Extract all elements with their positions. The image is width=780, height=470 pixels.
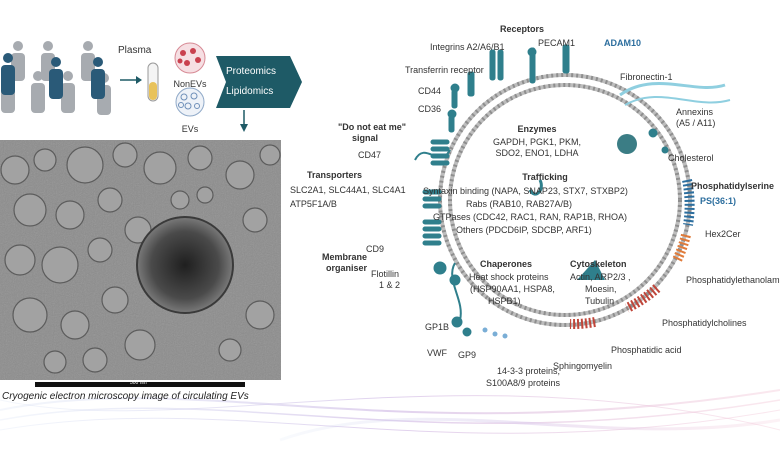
transporters-line-1: SLC2A1, SLC44A1, SLC4A1: [290, 185, 406, 195]
phosphatidylserine-title: Phosphatidylserine: [691, 181, 775, 191]
trafficking-line-3: GTPases (CDC42, RAC1, RAN, RAP1B, RHOA): [433, 212, 628, 222]
annexins-label-2: (A5 / A11): [676, 118, 716, 128]
annexins-label-1: Annexins: [676, 107, 714, 117]
cd36-label: CD36: [418, 104, 442, 114]
dont-eat-me-label-1: "Do not eat me": [338, 122, 407, 132]
receptors-title: Receptors: [500, 24, 545, 34]
14-3-3-label-2: S100A8/9 proteins: [486, 378, 561, 388]
membrane-organiser-label-1: Membrane: [322, 252, 368, 262]
background-wave-decoration: [0, 389, 780, 442]
proteomics-label: Proteomics: [226, 66, 277, 77]
scale-text: 500 nm: [130, 380, 147, 386]
phosphatidylethanolamines-label: Phosphatidylethanolamines: [686, 275, 780, 285]
chaperones-title: Chaperones: [480, 259, 533, 269]
enzymes-title: Enzymes: [517, 124, 557, 134]
em-caption: Cryogenic electron microscopy image of c…: [2, 391, 249, 402]
flotillin-label-2: 1 & 2: [379, 280, 401, 290]
cd44-label: CD44: [418, 86, 442, 96]
transferrin-label: Transferrin receptor: [405, 65, 484, 75]
adam10-label: ADAM10: [604, 38, 642, 48]
integrins-label: Integrins A2/A6/B1: [430, 42, 505, 52]
14-3-3-label-1: 14-3-3 proteins,: [497, 366, 561, 376]
cd9-label: CD9: [366, 244, 385, 254]
ps-value-label: PS(36:1): [700, 196, 737, 206]
phosphatidylcholines-label: Phosphatidylcholines: [662, 318, 747, 328]
people-icons: [1, 41, 111, 115]
evs-label: EVs: [181, 124, 199, 134]
chaperones-line-3: HSPB1): [488, 296, 521, 306]
phosphatidic-acid-label: Phosphatidic acid: [611, 345, 682, 355]
sphingomyelin-label: Sphingomyelin: [553, 361, 613, 371]
nonevs-label: NonEVs: [173, 79, 207, 89]
trafficking-line-2: Rabs (RAB10, RAB27A/B): [466, 199, 573, 209]
cryo-em-image: [0, 140, 281, 380]
trafficking-title: Trafficking: [522, 172, 568, 182]
omics-arrow: [216, 56, 302, 132]
transporters-title: Transporters: [307, 170, 363, 180]
trafficking-line-4: Others (PDCD6IP, SDCBP, ARF1): [456, 225, 592, 235]
cytoskeleton-line-1: Actin, ARP2/3 ,: [570, 272, 631, 282]
chaperones-line-2: (HSP90AA1, HSPA8,: [470, 284, 555, 294]
membrane-organiser-label-2: organiser: [326, 263, 368, 273]
chaperones-line-1: Heat shock proteins: [469, 272, 549, 282]
cytoskeleton-line-2: Moesin,: [585, 284, 617, 294]
sample-circles: [174, 42, 206, 117]
dont-eat-me-label-2: signal: [352, 133, 379, 143]
trafficking-line-1: Syntaxin binding (NAPA, SNAP23, STX7, ST…: [423, 186, 628, 196]
enzymes-line-2: SDO2, ENO1, LDHA: [495, 148, 579, 158]
scale-bar: [35, 382, 245, 387]
flotillin-label-1: Flotillin: [371, 269, 400, 279]
lipidomics-label: Lipidomics: [226, 86, 274, 97]
vesicle-diagram: [414, 44, 731, 339]
gp9-label: GP9: [458, 350, 477, 360]
gp1b-label: GP1B: [425, 322, 450, 332]
enzymes-line-1: GAPDH, PGK1, PKM,: [492, 137, 582, 147]
transporters-line-2: ATP5F1A/B: [290, 199, 337, 209]
cholesterol-label: Cholesterol: [668, 153, 714, 163]
cytoskeleton-line-3: Tubulin: [585, 296, 615, 306]
cd47-label: CD47: [358, 150, 382, 160]
cytoskeleton-title: Cytoskeleton: [570, 259, 627, 269]
plasma-tube-icon: [120, 62, 159, 102]
plasma-label: Plasma: [118, 45, 152, 56]
fibronectin-label: Fibronectin-1: [620, 72, 673, 82]
hex2cer-label: Hex2Cer: [705, 229, 741, 239]
pecam1-label: PECAM1: [538, 38, 576, 48]
vwf-label: VWF: [427, 348, 447, 358]
